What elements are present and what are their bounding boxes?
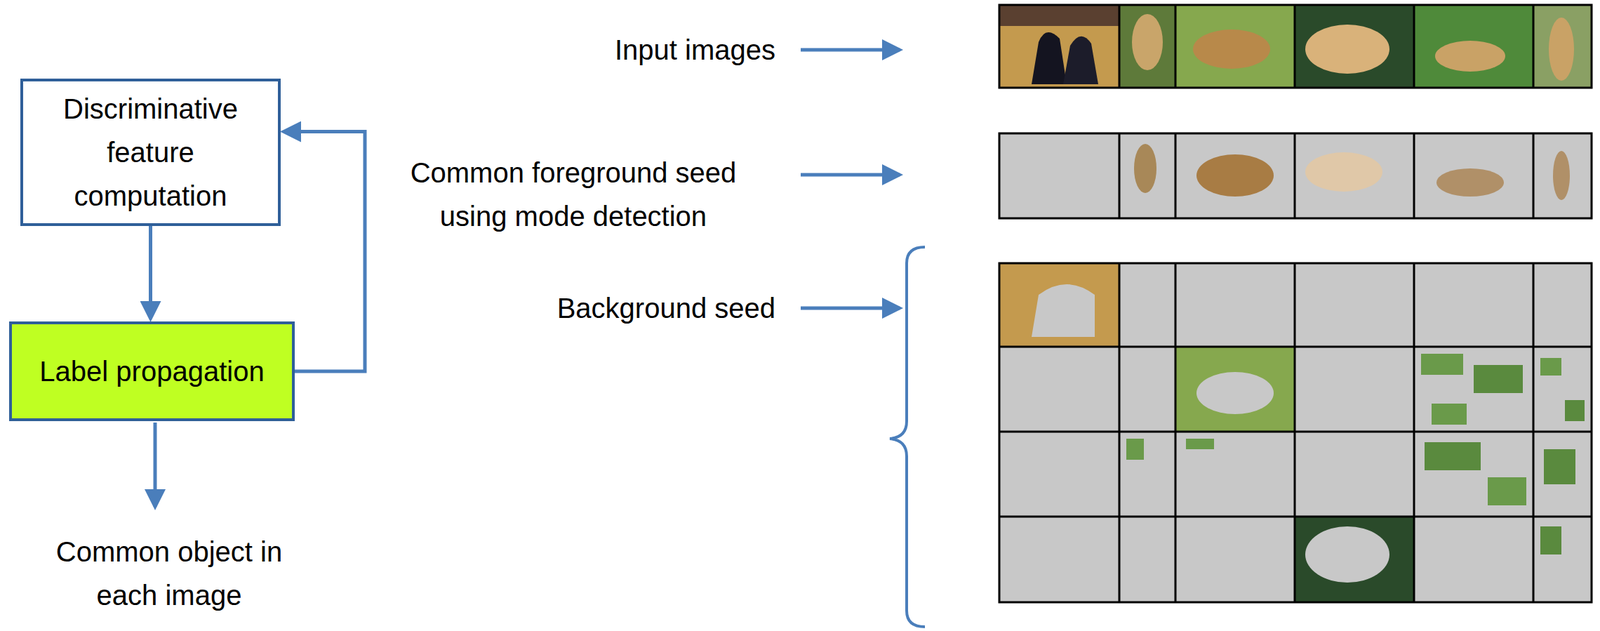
pointer-arrow — [800, 173, 900, 177]
annotation-label: Common object in each image — [35, 529, 303, 617]
pointer-arrow — [800, 306, 900, 311]
annotation-label: Input images — [491, 28, 776, 72]
foreground-seed-row — [999, 133, 1592, 219]
box-label: Label propagation — [39, 349, 264, 393]
box-label: Discriminative feature computation — [47, 87, 254, 218]
input-image-row — [999, 4, 1592, 88]
box-text-group: Label propagation — [39, 349, 264, 393]
process-box: Label propagation — [9, 321, 295, 422]
box-text-group: Discriminative feature computation — [47, 87, 254, 218]
pointer-arrow — [800, 48, 900, 52]
process-box: Discriminative feature computation — [20, 78, 281, 226]
output-arrow — [153, 422, 158, 507]
background-seed-rows — [999, 263, 1592, 603]
brace — [889, 247, 925, 627]
annotation-label: Background seed — [491, 286, 776, 330]
flow-arrow — [148, 225, 153, 319]
annotation-label: Common foreground seed using mode detect… — [397, 150, 749, 238]
flow-arrow — [283, 131, 365, 372]
